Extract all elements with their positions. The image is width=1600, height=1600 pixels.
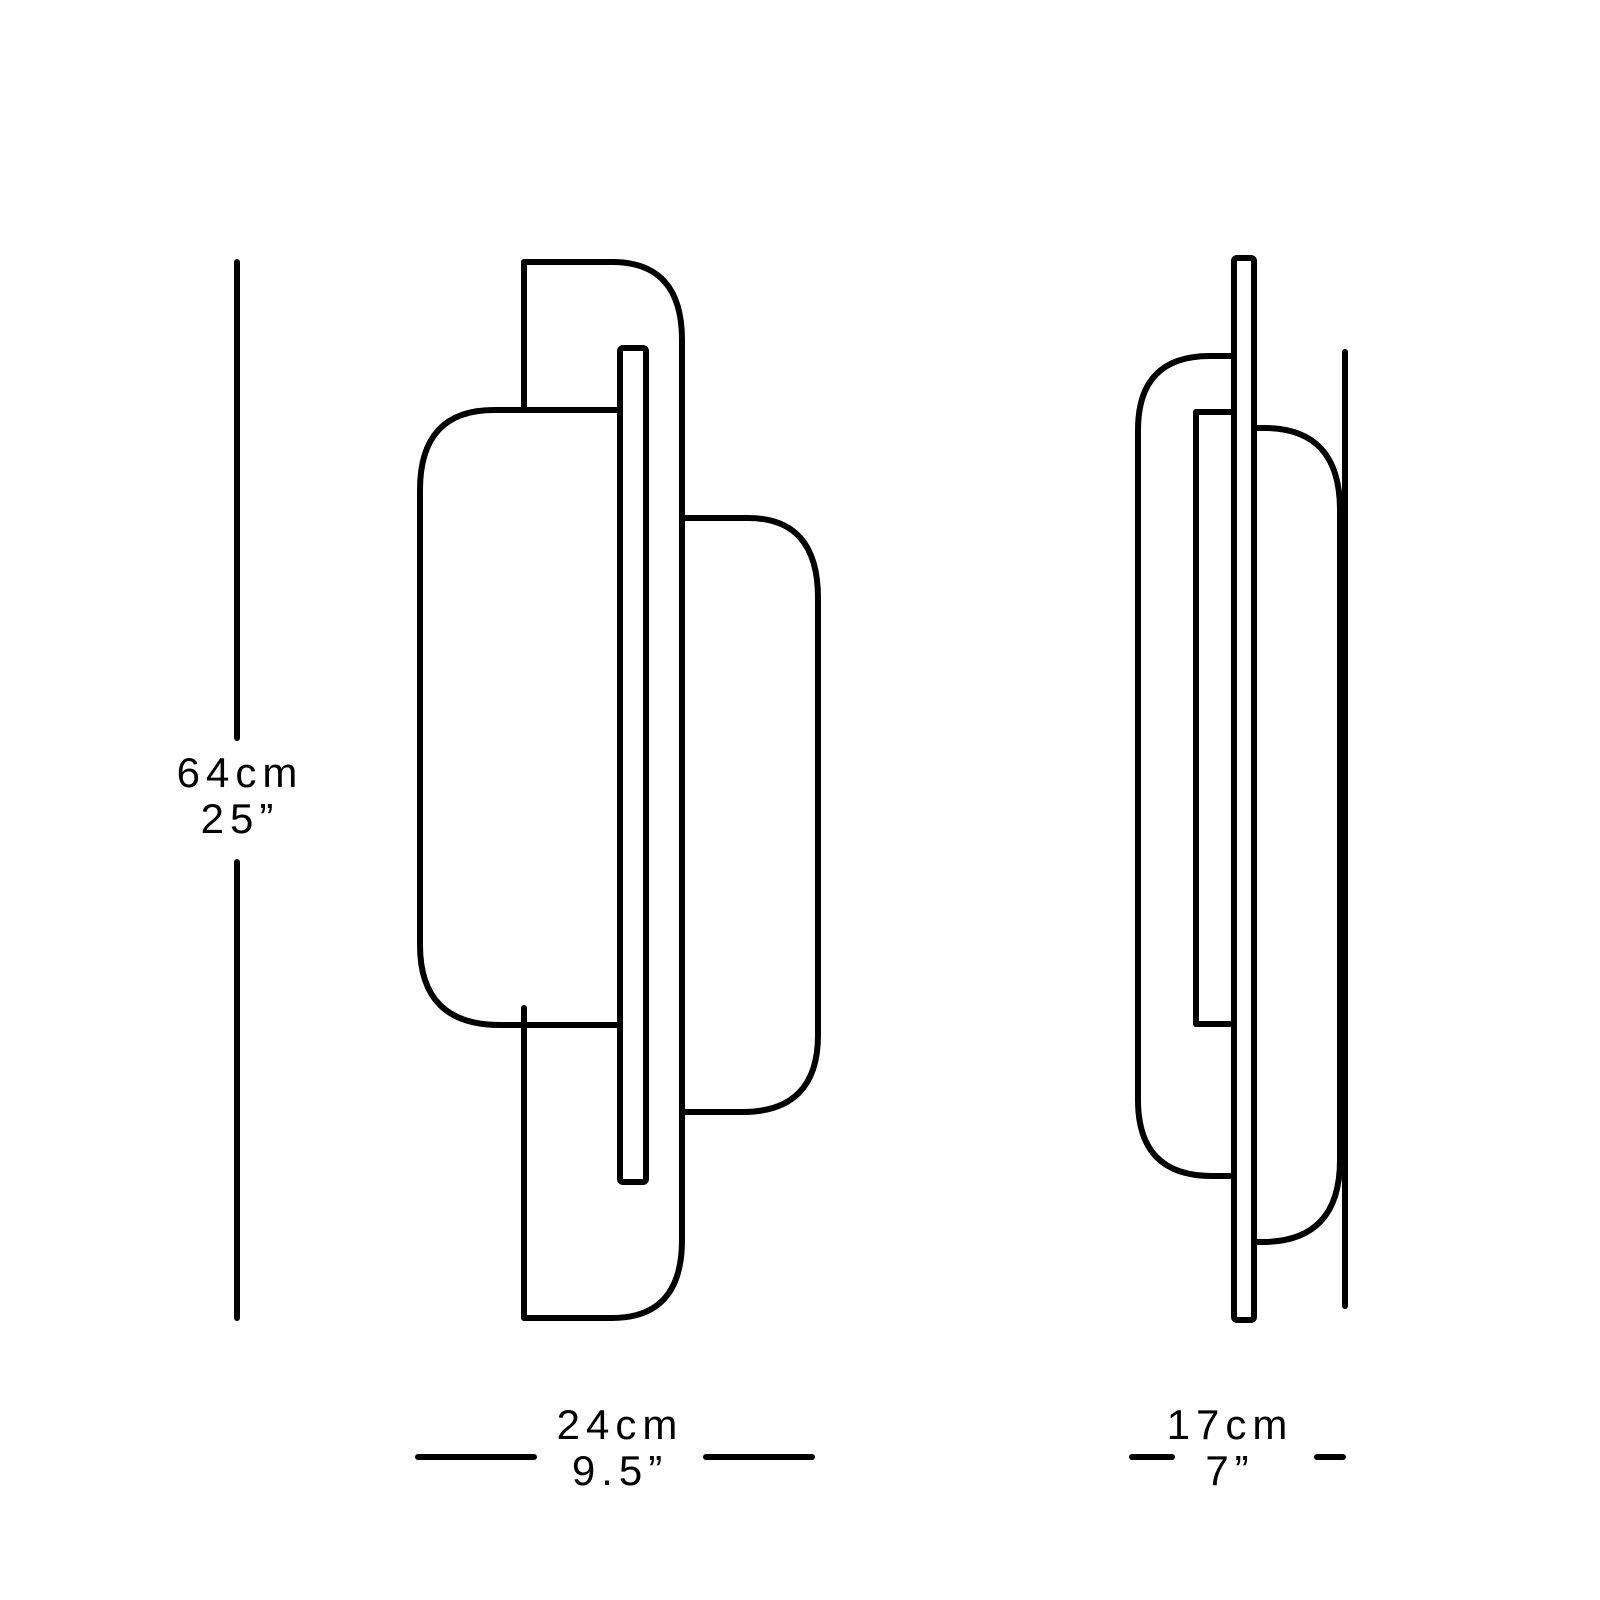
width-metric: 24cm — [556, 1401, 684, 1448]
depth-imperial: 7” — [1205, 1447, 1255, 1494]
front-light-bar — [617, 345, 649, 1185]
side-right-shade — [1251, 425, 1343, 1245]
front-left-shade — [417, 407, 621, 1028]
width-label: 24cm 9.5” — [520, 1402, 720, 1494]
height-label: 64cm 25” — [160, 750, 320, 842]
height-metric: 64cm — [176, 749, 304, 796]
depth-label: 17cm 7” — [1140, 1402, 1320, 1494]
side-back-plate — [1231, 255, 1257, 1323]
width-imperial: 9.5” — [571, 1447, 669, 1494]
front-back-plate — [521, 557, 685, 1321]
depth-metric: 17cm — [1166, 1401, 1294, 1448]
front-right-shade — [679, 515, 821, 1115]
side-inner-bracket — [1193, 409, 1237, 1027]
front-view — [417, 259, 821, 1321]
height-imperial: 25” — [200, 795, 280, 842]
side-left-shade — [1135, 353, 1237, 1179]
side-view — [1135, 255, 1348, 1323]
